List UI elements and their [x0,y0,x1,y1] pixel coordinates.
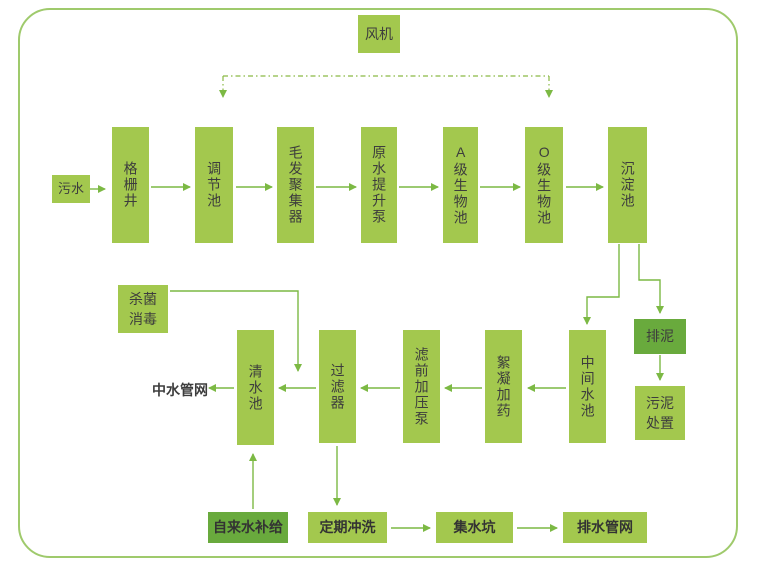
label-reclaimed-water-network: 中水管网 [152,382,208,398]
node-filter-label: 过滤器 [329,362,346,411]
node-raw-water-lift-pump: 原水提升泵 [361,127,397,243]
node-sludge-disposal: 污泥 处置 [635,386,685,440]
node-tap-water-supply-label: 自来水补给 [213,519,283,536]
node-sewage-label: 污水 [57,180,84,196]
node-sludge-discharge: 排泥 [634,319,686,354]
node-intermediate-tank-label: 中间水池 [579,354,596,419]
node-flocculant-dosing-label: 絮凝加药 [495,354,512,419]
node-hair-collector-label: 毛发聚集器 [287,145,304,225]
node-grid-well-label: 格栅井 [122,161,139,209]
node-intermediate-tank: 中间水池 [569,330,606,443]
node-regulating-tank: 调节池 [195,127,233,243]
node-drainage-network: 排水管网 [563,512,647,543]
node-flocculant-dosing: 絮凝加药 [485,330,522,443]
node-pre-filter-pump-label: 滤前加压泵 [413,346,430,427]
node-grid-well: 格栅井 [112,127,149,243]
node-sewage: 污水 [52,175,90,203]
node-tap-water-supply: 自来水补给 [208,512,288,543]
node-a-bio-tank: A级生物池 [443,127,478,243]
node-filter: 过滤器 [319,330,356,443]
node-fan: 风机 [358,15,400,53]
node-o-bio-tank: O级生物池 [525,127,563,243]
node-sludge-disposal-label: 污泥 处置 [646,394,674,431]
diagram-border [18,8,738,558]
node-sedimentation-tank-label: 沉淀池 [619,161,636,209]
node-o-bio-tank-label: O级生物池 [536,144,553,226]
node-fan-label: 风机 [365,25,393,42]
node-clear-water-tank-label: 清水池 [247,363,264,412]
node-raw-water-lift-pump-label: 原水提升泵 [371,145,388,225]
node-collection-pit: 集水坑 [436,512,513,543]
node-disinfection-label: 杀菌 消毒 [129,290,157,327]
node-collection-pit-label: 集水坑 [453,519,496,536]
node-sedimentation-tank: 沉淀池 [608,127,647,243]
node-drainage-network-label: 排水管网 [577,519,633,536]
node-periodic-flushing: 定期冲洗 [308,512,387,543]
node-pre-filter-pump: 滤前加压泵 [403,330,440,443]
node-sludge-discharge-label: 排泥 [646,328,674,345]
node-clear-water-tank: 清水池 [237,330,274,445]
node-a-bio-tank-label: A级生物池 [452,144,469,226]
node-hair-collector: 毛发聚集器 [277,127,314,243]
node-periodic-flushing-label: 定期冲洗 [319,519,376,536]
node-disinfection: 杀菌 消毒 [118,285,168,333]
node-regulating-tank-label: 调节池 [206,161,223,209]
